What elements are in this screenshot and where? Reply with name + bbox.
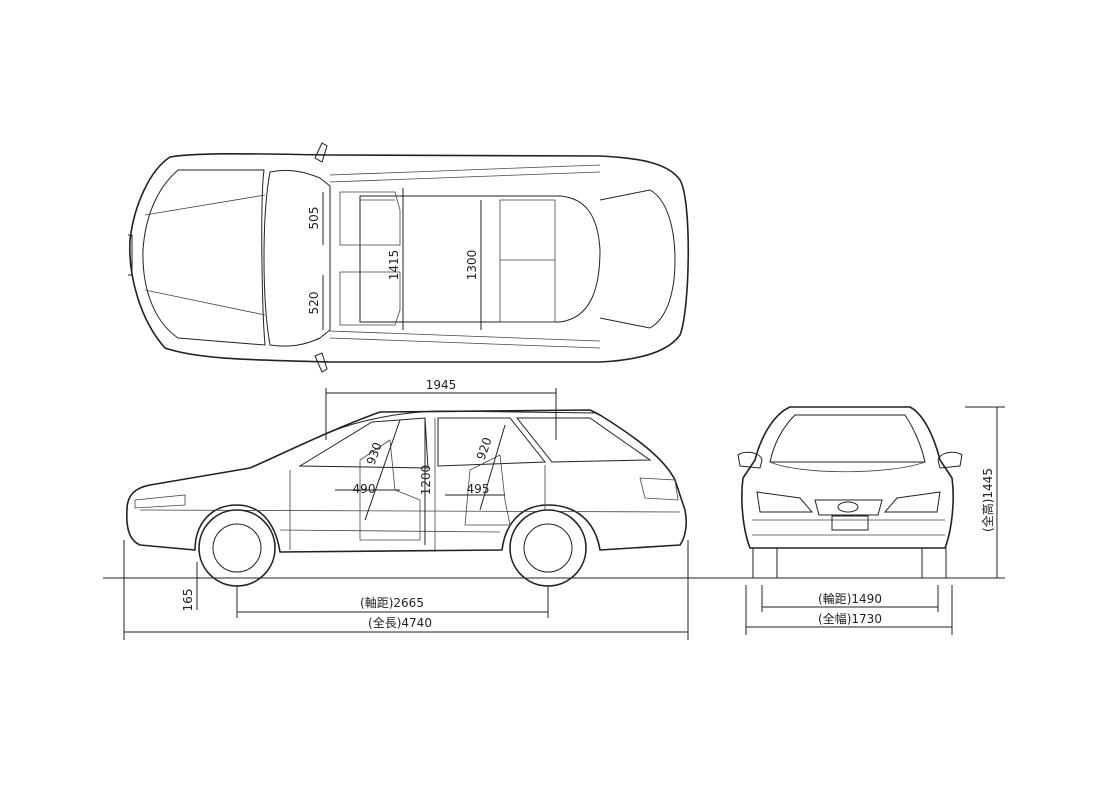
side-view-front-wheel xyxy=(198,509,276,587)
top-view-hood-crease xyxy=(144,194,266,316)
front-view-grille xyxy=(814,499,883,516)
front-view-left-headlight xyxy=(756,491,814,513)
top-view-roof xyxy=(359,195,601,323)
dim-label-cabin-width: 1415 xyxy=(387,250,401,281)
dim-label-overall-length: (全長)4740 xyxy=(368,615,432,630)
front-view-right-tire xyxy=(921,547,947,579)
dim-label-overall-height: (全高)1445 xyxy=(980,468,995,532)
side-view-quarter-window xyxy=(515,417,652,463)
dim-label-ground-clearance: 165 xyxy=(181,589,195,612)
top-view-side-mirror-left xyxy=(314,142,328,163)
top-view-front-seat-right xyxy=(339,271,401,326)
front-view-right-headlight xyxy=(883,491,941,513)
top-view-front-bumper xyxy=(128,234,133,276)
front-view-bumper xyxy=(752,519,945,536)
dim-label-wheelbase: (軸距)2665 xyxy=(360,596,424,610)
dim-label-overall-width: (全幅)1730 xyxy=(818,611,882,626)
dim-label-roof-length: 1945 xyxy=(426,378,457,392)
dim-label-front-headroom: 930 xyxy=(364,440,385,466)
front-view-right-mirror xyxy=(937,451,963,469)
side-view-door-lines xyxy=(289,418,546,552)
dim-label-front-seat-depth: 490 xyxy=(353,482,376,496)
front-view-left-mirror xyxy=(737,451,763,469)
top-view-roof-rail-right xyxy=(329,330,601,349)
front-view-left-tire xyxy=(752,547,778,579)
top-view-hood xyxy=(142,169,266,346)
side-view-rear-wheel xyxy=(509,509,587,587)
top-view-front-seat-left xyxy=(339,191,401,246)
dim-line-front-headroom xyxy=(364,419,401,521)
top-view-roof-rail-left xyxy=(329,164,601,183)
side-view-headlight xyxy=(134,494,186,509)
dim-label-front-seat-width: 505 xyxy=(307,207,321,230)
front-view-body-outline xyxy=(741,406,954,549)
dim-label-rear-seat-width: 520 xyxy=(307,292,321,315)
dim-label-cabin-height: 1200 xyxy=(419,465,433,496)
dim-label-rear-seat-depth: 495 xyxy=(467,482,490,496)
front-view-hood xyxy=(769,461,926,473)
side-view-rear-window xyxy=(437,417,547,467)
front-view: (全高)1445 (輪距)1490 (全幅)1730 xyxy=(737,406,1005,635)
top-view-rear-window xyxy=(599,189,676,329)
side-view-bottom-dimensions: 165 (軸距)2665 (全長)4740 xyxy=(123,540,689,640)
side-view-taillight xyxy=(639,477,679,501)
top-view: 505 520 1415 1300 xyxy=(128,142,690,373)
dim-line-rear-headroom xyxy=(479,424,506,511)
side-view-roofline xyxy=(329,410,596,433)
side-view-rear-hub xyxy=(523,523,573,573)
top-view-body-outline xyxy=(129,152,690,363)
front-view-license-plate xyxy=(831,515,869,531)
top-view-windshield xyxy=(263,169,331,347)
top-view-rear-seat xyxy=(499,199,556,323)
front-view-windshield xyxy=(769,414,926,463)
dim-label-interior-width: 1300 xyxy=(465,250,479,281)
side-view-front-seat xyxy=(359,439,421,541)
top-view-side-mirror-right xyxy=(314,352,328,373)
side-view-front-hub xyxy=(212,523,262,573)
dim-label-rear-headroom: 920 xyxy=(474,435,495,461)
front-view-emblem xyxy=(837,501,859,513)
side-view: 930 490 1200 920 495 1945 xyxy=(125,378,687,587)
dim-label-track: (輪距)1490 xyxy=(818,591,882,606)
